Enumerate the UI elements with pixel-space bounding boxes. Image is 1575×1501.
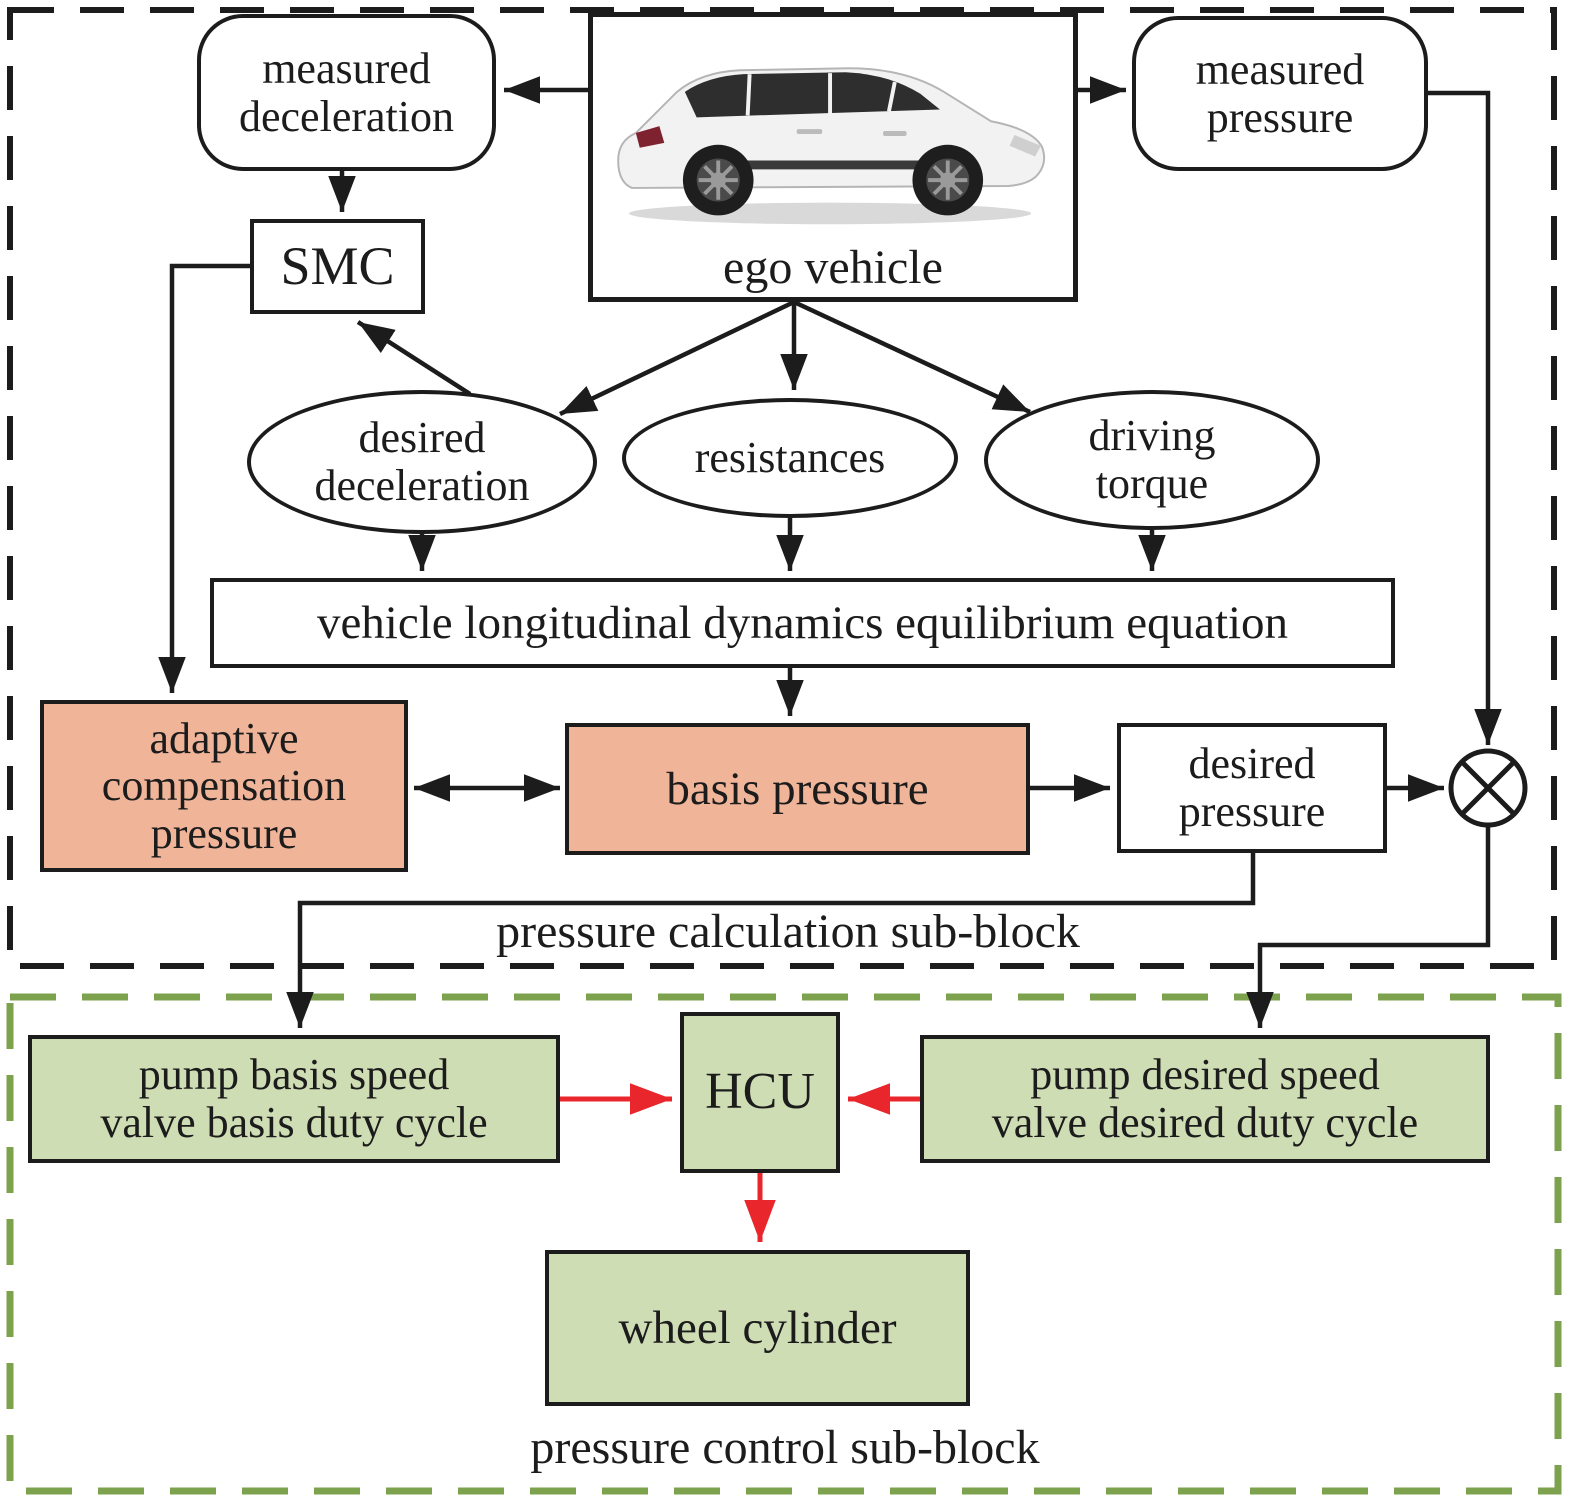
longitudinal-dynamics-equation-node: vehicle longitudinal dynamics equilibriu…	[210, 578, 1395, 668]
ego-vehicle-caption: ego vehicle	[723, 241, 943, 294]
resistances-node: resistances	[622, 398, 958, 518]
arrow-ego-to-desired-deceleration	[559, 299, 795, 417]
pressure-control-subblock-border	[6, 993, 1562, 1495]
desired-pressure-node: desired pressure	[1117, 723, 1387, 853]
pressure-calculation-subblock-border	[7, 7, 1557, 969]
arrow-desired-pressure-to-pump-basis	[286, 853, 1256, 1028]
measured-pressure-node: measured pressure	[1132, 16, 1428, 171]
smc-node: SMC	[250, 219, 425, 314]
measured-deceleration-node: measured deceleration	[197, 14, 496, 171]
adaptive-compensation-pressure-node: adaptive compensation pressure	[40, 700, 408, 872]
basis-pressure-node: basis pressure	[565, 723, 1030, 855]
pump-basis-speed-node: pump basis speed valve basis duty cycle	[28, 1035, 560, 1163]
arrow-ego-to-driving-torque	[793, 299, 1031, 415]
pressure-control-subblock-label: pressure control sub-block	[530, 1420, 1040, 1474]
wheel-cylinder-node: wheel cylinder	[545, 1250, 970, 1406]
arrow-desired-deceleration-to-smc	[356, 320, 472, 396]
car-photo-icon	[617, 67, 1046, 225]
arrow-junction-to-pump-desired	[1246, 826, 1491, 1028]
desired-deceleration-node: desired deceleration	[247, 390, 597, 534]
arrow-smc-to-adaptive-compensation	[158, 263, 250, 693]
hcu-node: HCU	[680, 1012, 840, 1173]
arrow-measured-pressure-to-junction	[1428, 90, 1502, 745]
driving-torque-node: driving torque	[984, 390, 1320, 530]
multiply-junction-icon	[1448, 748, 1528, 828]
pump-desired-speed-node: pump desired speed valve desired duty cy…	[920, 1035, 1490, 1163]
ego-vehicle-node: ego vehicle	[588, 12, 1078, 302]
pressure-calculation-subblock-label: pressure calculation sub-block	[496, 904, 1080, 958]
